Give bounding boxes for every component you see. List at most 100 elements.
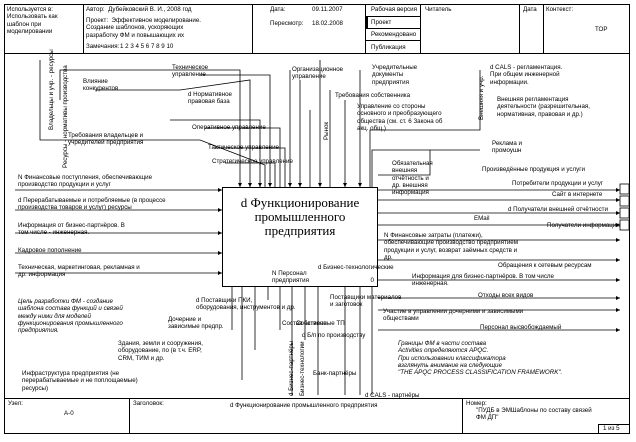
label-constituent: Учредительные документы предприятия (372, 64, 418, 86)
arrowhead-c9 (358, 183, 362, 187)
arrowhead-c1 (238, 183, 242, 187)
label-fin-inflow: N Финансовые поступления, обеспечивающие… (18, 174, 153, 189)
arrowhead-i3 (218, 231, 222, 235)
label-strategic-mgmt: Стратегическое управление (212, 158, 293, 165)
label-bottom-vert-2: Бизнес-технологии (299, 341, 306, 396)
label-info-recipients: Получатели информации (547, 222, 620, 229)
label-network-resources: Обращения к сетевым ресурсам (498, 262, 592, 269)
label-outer-reporting: d Получатели внешней отчётности (508, 206, 608, 213)
right-terminal-4 (619, 219, 630, 231)
label-waste: Отходы всех видов (478, 292, 534, 299)
arrow-control-12 (205, 127, 281, 187)
arrowhead-c7 (318, 183, 322, 187)
arrowhead-c4 (268, 183, 272, 187)
label-owner-req: Требования собственника (335, 92, 411, 99)
arrowhead-o5 (616, 238, 620, 242)
footer-number-cell (462, 398, 630, 434)
label-bottom-vert-1: d Бизнес-партнёры (288, 340, 295, 396)
arrowhead-o10 (616, 328, 620, 332)
footer-title-value: d Функционирование промышленного предпри… (230, 402, 378, 409)
arrow-control-14 (225, 162, 276, 187)
label-cals-reg: d CALS - регламентация. При общем инжене… (490, 64, 563, 86)
context-label: Контекст: (546, 6, 574, 13)
footer-node-label: Узел: (8, 400, 23, 407)
label-ads: Реклама и промоушн (492, 140, 522, 155)
label-left-vert-2: Ресурсы - нормативы производства (62, 65, 69, 168)
label-infrastructure: Инфраструктура предприятия (не перерабат… (22, 370, 138, 392)
arrow-control-1 (59, 69, 241, 187)
notes-label: Замечания: (86, 43, 120, 50)
footer-number-label: Номер: (466, 400, 487, 407)
date-value: 09.11.2007 (312, 6, 343, 13)
status-recommended: Рекомендовано (371, 31, 417, 38)
main-activity-box[interactable]: d Функционирование промышленного предпри… (222, 187, 378, 287)
arrowhead-c3 (258, 183, 262, 187)
label-owner-mgmt: Управление со стороны основного и преобр… (357, 103, 443, 132)
status-draft: Проект (371, 19, 392, 26)
arrow-control-13 (215, 147, 286, 187)
label-tech-mgmt: Техническое управление (172, 64, 209, 79)
arrow-control-3 (170, 119, 261, 187)
arrowhead-o2 (616, 198, 620, 202)
label-website: Сайт в интернете (552, 191, 603, 198)
label-cals-partners: d CALS - партнёры (365, 392, 420, 399)
label-tech-info: Техническая, маркетинговая, рекламная и … (18, 264, 140, 279)
arrowhead-i2 (218, 208, 222, 212)
arrow-control-15 (39, 60, 266, 187)
footer-page-cell (598, 424, 630, 434)
label-fin-costs: N Финансовые затраты (платежи), обеспечи… (384, 232, 518, 261)
footer-page: 1 из 5 (603, 425, 620, 432)
arrowhead-c2 (248, 183, 252, 187)
label-suppliers-pki: d Поставщики ПКИ, оборудования, инструме… (196, 297, 296, 312)
main-activity-title: d Функционирование промышленного предпри… (240, 195, 360, 238)
arrowhead-o1 (616, 188, 620, 192)
label-bottom-personnel: N Персонал предприятия (272, 270, 309, 285)
label-subsidiaries: Дочерние и зависимые предпр. (168, 316, 224, 331)
label-personnel-in: Кадровое пополнение (18, 247, 82, 254)
author-text: Автор: Дубейковский В. И., 2008 год (86, 6, 192, 13)
reader-label: Читатель (425, 6, 452, 13)
arrowhead-i1 (218, 188, 222, 192)
right-terminal-1 (619, 183, 630, 195)
label-bank-partners: Банк-партнёры (313, 370, 357, 377)
arrow-control-17 (371, 149, 480, 187)
arrowhead-o4 (616, 223, 620, 227)
label-external-reg: Внешняя регламентация деятельности (разр… (497, 96, 590, 118)
label-founder-req: Требования владельцев и учредителей пред… (68, 132, 144, 147)
footer-node-value: A-0 (64, 410, 74, 417)
status-working: Рабочая версия (371, 6, 417, 13)
status-publication: Публикация (371, 44, 406, 51)
label-mid-vert: Рынок (323, 121, 330, 140)
label-influence: Влияние конкурентов (83, 78, 119, 93)
revision-value: 18.02.2008 (312, 20, 343, 27)
label-material-suppliers: Поставщики материалов и заготовок (330, 294, 402, 309)
arrowhead-o9 (616, 308, 620, 312)
label-oper-mgmt: Оперативное управление (192, 124, 266, 131)
arrowhead-c5 (288, 183, 292, 187)
arrow-output-1 (378, 150, 431, 176)
arrow-control-2 (95, 79, 251, 187)
label-org-mgmt: Организационное управление (292, 66, 344, 81)
status-selected-marker (365, 16, 368, 29)
arrowhead-o7 (616, 278, 620, 282)
footer-number-value: "ПУДБ в ЭМШаблоны по составу связей ФМ Д… (476, 407, 592, 422)
label-products: Произведённые продукция и услуги (482, 166, 585, 173)
context-value: ТОР (595, 26, 608, 33)
date-col-label: Дата (523, 6, 537, 13)
label-left-vert-1: Владельцы и учр. - ресурсы (48, 49, 55, 130)
right-terminal-3 (619, 207, 630, 219)
label-compulsory-reports: Обязательная внешняя отчётность и др. вн… (392, 160, 433, 197)
arrowhead-c6 (298, 183, 302, 187)
notes-numbers: 1 2 3 4 5 6 7 8 9 10 (120, 43, 174, 50)
arrow-control-4 (200, 74, 271, 187)
arrowhead-o3 (616, 211, 620, 215)
project-text: Проект: Эффективное моделирование. Созда… (86, 17, 202, 39)
arrowhead-c8 (343, 183, 347, 187)
label-personnel-out: Персонал высвобождаемый (480, 324, 562, 331)
label-normative: d Нормативное правовая база (188, 91, 232, 106)
label-email: EMail (474, 215, 490, 222)
label-tactical-mgmt: Тактическое управление (208, 144, 279, 151)
label-bottom-tech: d Бизнес-технологические (318, 264, 394, 271)
label-prod-facility: d Б/п по производству (302, 332, 366, 339)
